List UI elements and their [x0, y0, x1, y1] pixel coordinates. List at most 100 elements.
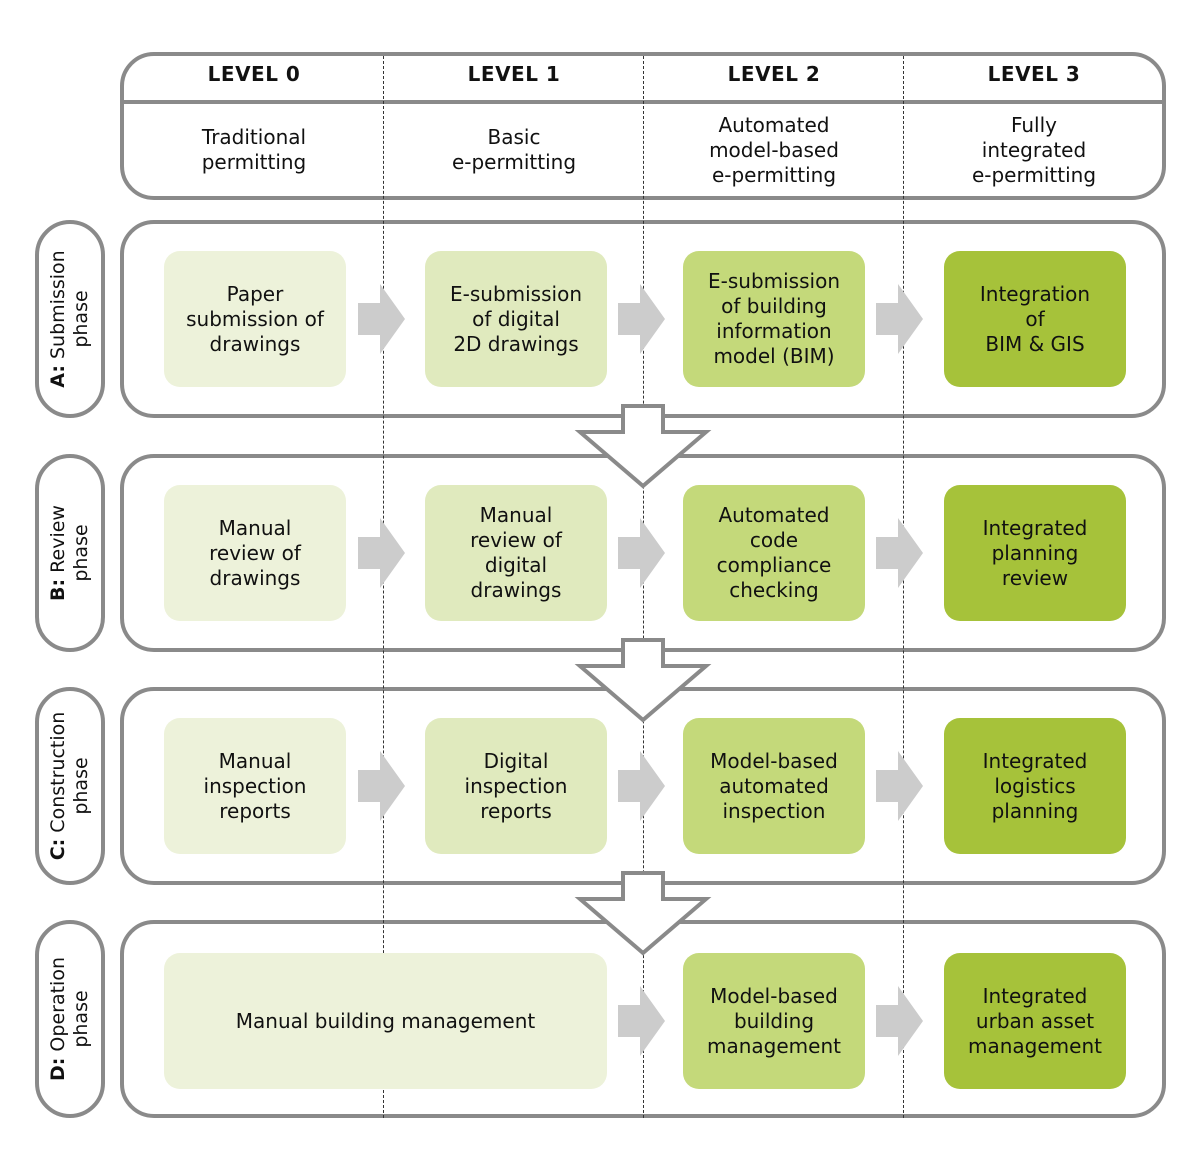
text-line: code [749, 528, 799, 552]
phase-d-name: Operation [47, 957, 69, 1052]
text-line: logistics [994, 773, 1076, 798]
text-line: Manual [218, 748, 292, 773]
text-line: inspection [203, 773, 307, 798]
text-line: review of [209, 540, 301, 565]
text-line: Traditional [201, 125, 307, 149]
phase-c-suffix: phase [70, 757, 92, 815]
text-line: building [733, 1008, 815, 1033]
text-line: E-submission [708, 269, 840, 293]
phase-b-suffix: phase [70, 524, 92, 582]
text-line: Digital [483, 748, 549, 773]
text-line: management [707, 1033, 841, 1058]
column-divider-3 [903, 56, 904, 1118]
text-line: digital [484, 553, 548, 577]
level-3-title: LEVEL 3 [987, 62, 1081, 86]
text-line: 2D drawings [453, 331, 579, 356]
text-line: Basic [487, 125, 541, 149]
text-line: Integrated [982, 748, 1088, 773]
text-line: review of [470, 528, 562, 552]
text-line: information [716, 319, 832, 343]
text-line: drawings [209, 331, 301, 356]
level-2-title: LEVEL 2 [727, 62, 821, 86]
text-line: Integrated [982, 983, 1088, 1008]
text-line: management [968, 1033, 1102, 1058]
text-line: urban asset [975, 1008, 1095, 1033]
text-line: Paper [226, 281, 284, 306]
text-line: permitting [201, 150, 307, 174]
level-0-title: LEVEL 0 [207, 62, 301, 86]
cell-d-level-0-1: Manual building management [164, 953, 607, 1089]
text-line: Manual [479, 503, 553, 527]
phase-b-letter: B: [47, 578, 69, 601]
text-line: compliance [716, 553, 832, 577]
text-line: of [1025, 306, 1045, 331]
text-line: integrated [981, 137, 1087, 162]
text-line: reports [219, 798, 291, 823]
text-line: Fully [1010, 112, 1058, 137]
column-divider-2 [643, 56, 644, 1118]
text-line: model (BIM) [713, 344, 835, 368]
text-line: drawings [209, 565, 301, 590]
text-line: Automated [718, 112, 830, 137]
text-line: BIM & GIS [985, 331, 1085, 356]
cell-text: Manual building management [236, 1009, 535, 1034]
text-line: planning [991, 540, 1079, 565]
text-line: e-permitting [711, 162, 837, 187]
level-1-title: LEVEL 1 [467, 62, 561, 86]
text-line: Model-based [710, 748, 838, 773]
text-line: inspection [464, 773, 568, 798]
text-line: submission of [186, 306, 324, 331]
text-line: Manual [218, 515, 292, 540]
text-line: checking [729, 578, 819, 602]
phase-a-suffix: phase [70, 290, 92, 348]
phase-d-letter: D: [47, 1057, 69, 1081]
text-line: model-based [709, 137, 839, 162]
text-line: reports [480, 798, 552, 823]
text-line: of building [721, 294, 827, 318]
phase-a-letter: A: [47, 365, 69, 388]
text-line: Manual building management [235, 1008, 536, 1033]
text-line: planning [991, 798, 1079, 823]
text-line: Automated [718, 503, 830, 527]
text-line: e-permitting [451, 150, 577, 174]
text-line: automated [719, 773, 829, 798]
text-line: Integrated [982, 515, 1088, 540]
